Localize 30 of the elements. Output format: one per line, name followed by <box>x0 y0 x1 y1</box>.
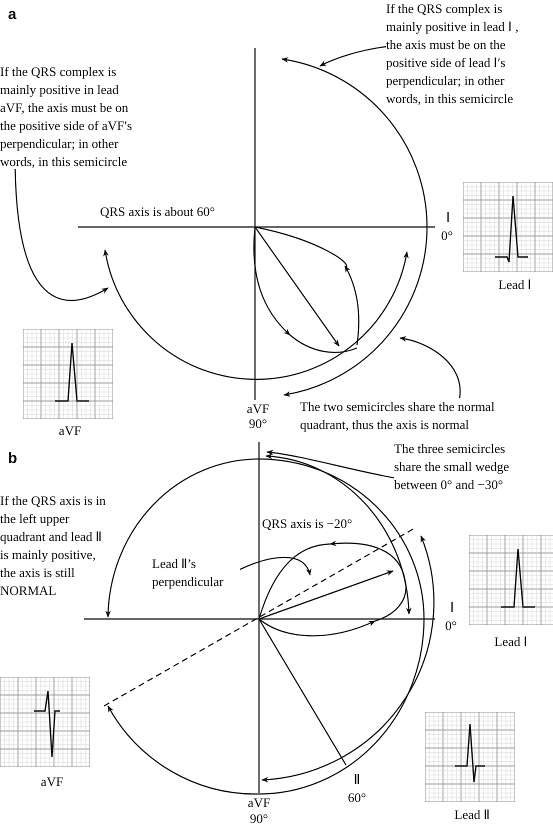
lead-label: Ⅱ <box>352 772 362 790</box>
angle-label: 90° <box>248 810 270 827</box>
panel-letter: b <box>8 449 18 469</box>
strip-caption: Lead Ⅱ <box>453 806 491 824</box>
callout-text: Lead Ⅱ’s perpendicular <box>152 555 240 591</box>
callout-text: The three semicircles share the small wedge between 0° and −30° <box>394 440 530 494</box>
leader-arrow <box>319 46 386 67</box>
lead-label: Ⅰ <box>449 600 455 618</box>
panel-letter: a <box>8 5 18 25</box>
strip-caption: aVF <box>40 773 64 791</box>
strip-caption: Lead Ⅰ <box>493 633 529 651</box>
callout-text: If the QRS complex is mainly positive in lead Ⅰ , the axis must be on the positive side of lead Ⅰ′s perpendicular; in other words, in this semicircle <box>386 0 528 108</box>
callout-text: The two semicircles share the normal quadrant, thus the axis is normal <box>300 398 528 434</box>
leader-arrow <box>14 168 109 302</box>
note-text: If the QRS axis is in the left upper quadrant and lead Ⅱ is mainly positive, the axis is still NORMAL <box>0 492 107 600</box>
angle-label: 60° <box>346 789 368 807</box>
axis-note: QRS axis is −20° <box>262 515 354 533</box>
strip-caption: aVF <box>58 422 82 440</box>
axis-note: QRS axis is about 60° <box>100 203 216 221</box>
leader-arrow <box>266 450 394 478</box>
lead-label: aVF <box>246 794 272 812</box>
angle-label: 0° <box>440 227 454 245</box>
angle-label: 90° <box>248 416 268 431</box>
angle-label: 0° <box>444 617 458 635</box>
lead-label: aVF <box>246 401 270 416</box>
lead-label: Ⅰ <box>445 210 451 228</box>
callout-text: If the QRS complex is mainly positive in lead aVF, the axis must be on the positive side of aVF′s perpendicular; in other words, in this semicircle <box>0 63 138 171</box>
strip-caption: Lead Ⅰ <box>497 276 533 294</box>
leader-arrow <box>240 556 311 576</box>
leader-arrow <box>399 336 461 398</box>
